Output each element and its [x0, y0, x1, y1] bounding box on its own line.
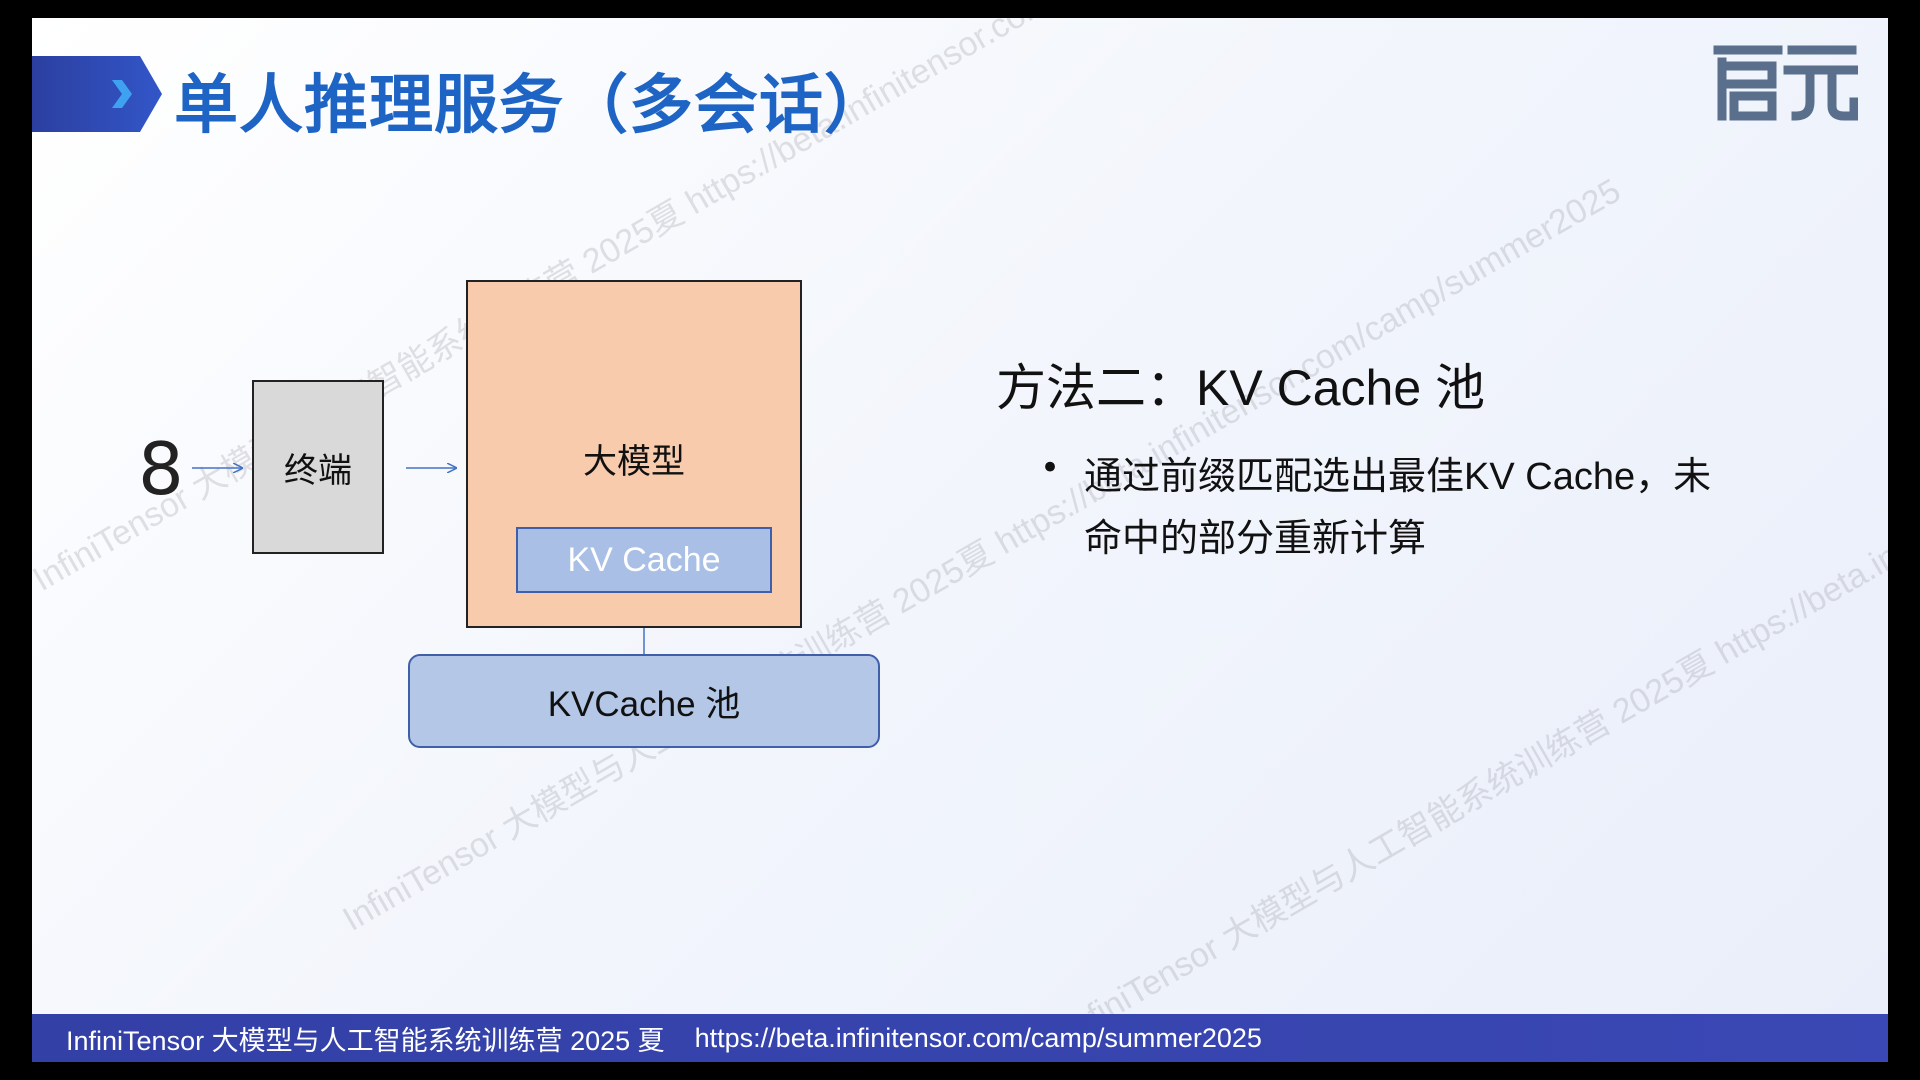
person-icon: 8 [138, 427, 184, 511]
slide: InfiniTensor 大模型与人工智能系统训练营 2025夏 https:/… [32, 18, 1888, 1062]
method-heading: 方法二：KV Cache 池 [996, 360, 1486, 416]
slide-title: 单人推理服务（多会话） [174, 69, 889, 143]
bullet-dot: • [1040, 448, 1061, 488]
model-label: 大模型 [583, 442, 685, 482]
kv-cache-box: KV Cache [516, 527, 772, 593]
terminal-box: 终端 [252, 380, 384, 554]
footer-bar: InfiniTensor 大模型与人工智能系统训练营 2025 夏 https:… [32, 1014, 1888, 1062]
qiyuan-logo [1713, 45, 1858, 121]
bullet-text: 通过前缀匹配选出最佳KV Cache，未命中的部分重新计算 [1084, 456, 1712, 560]
footer-url[interactable]: https://beta.infinitensor.com/camp/summe… [694, 1022, 1262, 1053]
kv-cache-pool-box: KVCache 池 [408, 654, 880, 748]
footer-text: InfiniTensor 大模型与人工智能系统训练营 2025 夏 [66, 1025, 665, 1056]
bullet-list: • 通过前缀匹配选出最佳KV Cache，未命中的部分重新计算 [1040, 446, 1724, 570]
title-arrow-icon [32, 56, 162, 132]
list-item: • 通过前缀匹配选出最佳KV Cache，未命中的部分重新计算 [1040, 446, 1724, 570]
